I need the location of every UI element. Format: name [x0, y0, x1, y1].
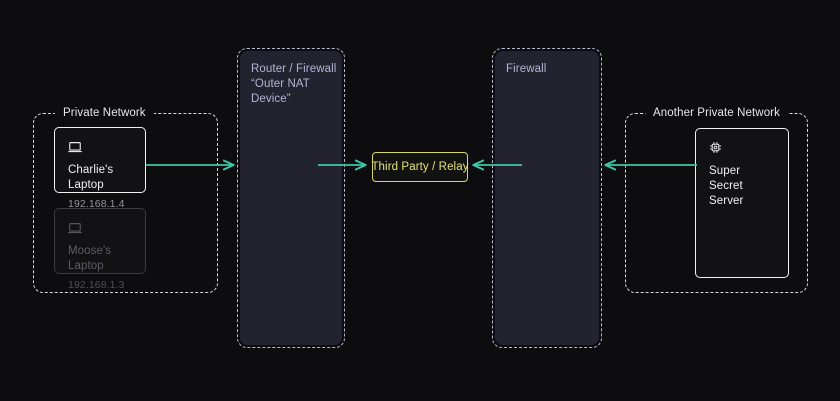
- node-title: Moose's Laptop: [68, 245, 112, 272]
- laptop-icon: [68, 140, 82, 154]
- node-charlies-laptop[interactable]: Charlie's Laptop 192.168.1.4: [54, 127, 146, 210]
- arrow-firewall-to-relay: [470, 157, 522, 173]
- private-network-label: Private Network: [55, 105, 154, 121]
- private-network-group: Private Network Charlie's Laptop 192.168…: [33, 105, 218, 293]
- node-super-secret-server[interactable]: Super Secret Server: [695, 128, 789, 278]
- node-title: Super Secret Server: [709, 165, 744, 207]
- node-title: Charlie's Laptop: [68, 164, 114, 191]
- router-panel-title: Router / Firewall “Outer NAT Device”: [251, 63, 337, 105]
- relay-label: Third Party / Relay: [371, 161, 469, 173]
- arrow-laptop-to-router: [146, 157, 242, 173]
- router-panel-fill: [240, 51, 342, 345]
- arrow-server-to-firewall: [602, 157, 697, 173]
- router-firewall-panel: Router / Firewall “Outer NAT Device”: [237, 48, 345, 348]
- node-address: 192.168.1.3: [68, 279, 125, 291]
- firewall-panel-title: Firewall: [506, 63, 547, 75]
- firewall-panel-fill: [495, 51, 599, 345]
- another-private-network-group: Another Private Network Super Secret Ser…: [625, 105, 808, 293]
- node-mooses-laptop[interactable]: Moose's Laptop 192.168.1.3: [54, 208, 146, 291]
- node-address: 192.168.1.4: [68, 198, 125, 210]
- arrow-router-to-relay: [318, 157, 374, 173]
- third-party-relay-box[interactable]: Third Party / Relay: [371, 152, 469, 182]
- laptop-icon: [68, 221, 82, 235]
- firewall-panel: Firewall: [492, 48, 602, 348]
- server-chip-icon: [709, 141, 723, 155]
- another-private-network-label: Another Private Network: [645, 105, 788, 121]
